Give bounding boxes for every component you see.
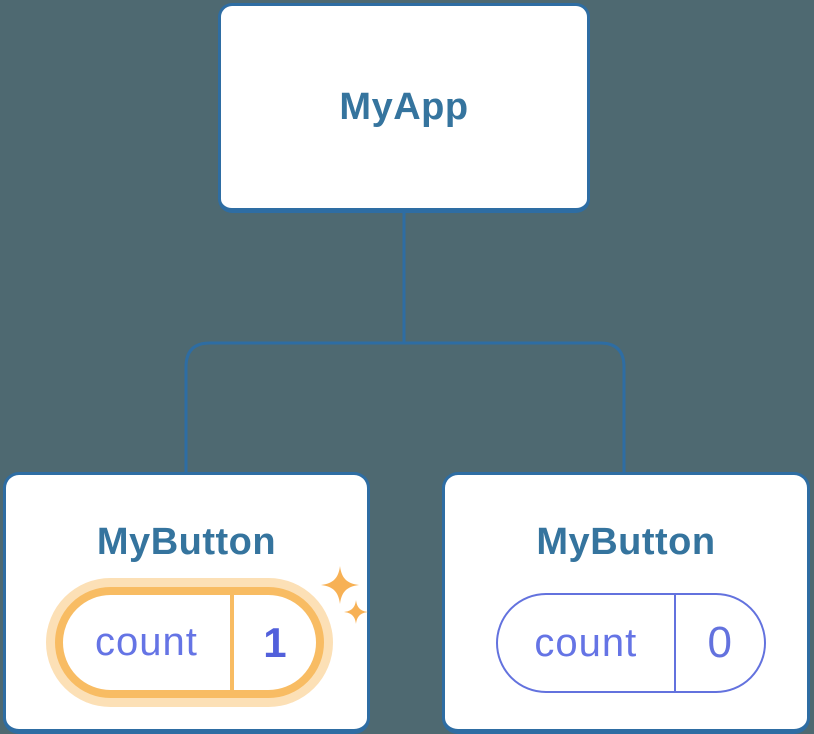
state-name-label: count: [95, 620, 198, 664]
tree-node-mybutton-1: MyButton count 1: [3, 472, 370, 734]
state-value: 1: [263, 618, 287, 666]
sparkle-icon: [344, 600, 368, 624]
children-bracket-line: [184, 341, 626, 474]
node-title: MyButton: [96, 521, 277, 563]
node-title: MyApp: [339, 85, 469, 128]
node-title: MyButton: [536, 521, 716, 563]
state-key-cell: count: [63, 595, 234, 690]
state-value-cell: 0: [676, 595, 764, 691]
state-pill-inactive: count 0: [496, 593, 766, 693]
state-name-label: count: [534, 620, 638, 665]
state-pill-active: count 1: [55, 587, 324, 698]
tree-node-myapp: MyApp: [218, 3, 590, 213]
state-value: 0: [707, 618, 733, 667]
state-value-cell: 1: [234, 595, 316, 690]
tree-node-mybutton-0: MyButton count 0: [442, 472, 810, 734]
state-key-cell: count: [498, 595, 676, 691]
sparkle-icon: [321, 566, 359, 604]
